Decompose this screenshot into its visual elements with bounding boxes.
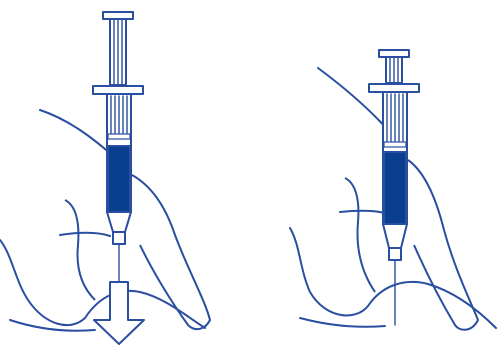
- left-panel: [0, 12, 210, 344]
- right-stopper: [384, 142, 406, 147]
- right-thumb-outline: [318, 68, 388, 130]
- right-middle-finger: [345, 178, 375, 292]
- left-barrel-tip: [107, 212, 131, 232]
- right-finger-crease: [340, 211, 388, 214]
- left-needle-hub: [113, 232, 125, 244]
- left-stopper: [108, 134, 130, 139]
- right-medication: [384, 152, 406, 224]
- left-middle-finger: [65, 200, 95, 300]
- left-finger-crease: [60, 233, 110, 236]
- right-barrel-tip: [383, 224, 407, 248]
- right-needle-hub: [389, 248, 401, 260]
- right-plunger-cap: [379, 50, 409, 57]
- left-plunger-cap: [103, 12, 133, 19]
- right-panel: [290, 50, 496, 330]
- left-medication: [108, 146, 130, 212]
- right-finger-flange: [369, 84, 419, 92]
- left-finger-flange: [93, 86, 143, 94]
- right-skin-curve: [300, 318, 385, 327]
- left-thumb-outline: [40, 110, 112, 155]
